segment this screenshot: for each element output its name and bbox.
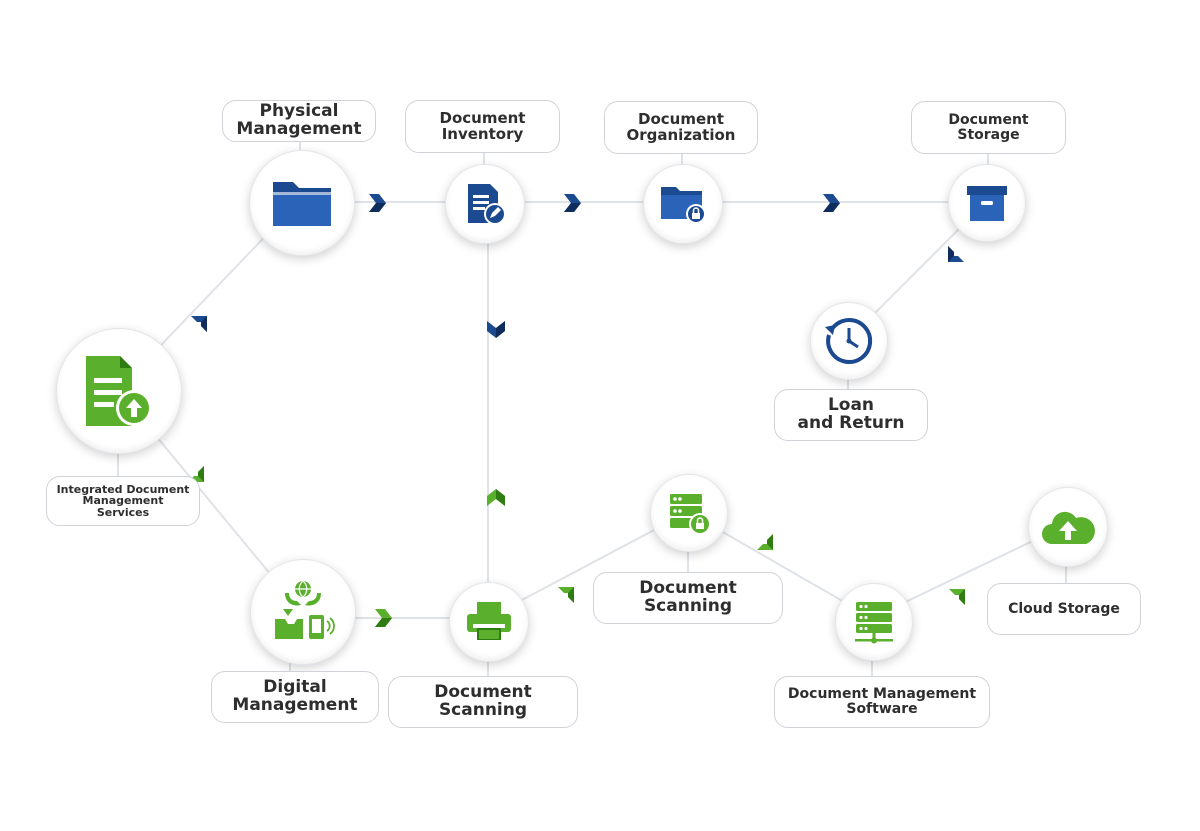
node-cloud-storage: [1028, 487, 1108, 567]
archive-box-icon: [967, 186, 1007, 221]
document-upload-icon: [86, 356, 152, 426]
label-document-scanning-printer: Document Scanning: [388, 676, 578, 728]
node-document-organization: [643, 164, 723, 244]
digital-devices-icon: [275, 580, 335, 639]
label-document-scanning-server: Document Scanning: [593, 572, 783, 624]
node-physical-management: [249, 150, 355, 256]
chevron-up-right-icon: [558, 587, 574, 603]
label-document-inventory: Document Inventory: [405, 100, 560, 153]
printer-icon: [467, 602, 511, 640]
server-network-icon: [855, 602, 893, 644]
chevron-down-icon: [487, 321, 505, 338]
chevron-down-right-icon: [757, 534, 773, 550]
document-edit-icon: [468, 184, 506, 225]
folder-lock-icon: [661, 187, 706, 224]
node-document-storage: [948, 164, 1026, 242]
node-integrated-services: [56, 328, 182, 454]
server-lock-icon: [670, 494, 711, 535]
chevron-right-icon: [823, 194, 840, 212]
chevron-right-icon: [375, 609, 392, 627]
label-cloud-storage: Cloud Storage: [987, 583, 1141, 635]
label-document-organization: Document Organization: [604, 101, 758, 154]
node-document-scanning-server: [650, 474, 728, 552]
label-loan-return: Loan and Return: [774, 389, 928, 441]
chevron-up-icon: [487, 489, 505, 506]
node-digital-management: [250, 559, 356, 665]
cloud-upload-icon: [1042, 511, 1095, 544]
label-digital-management: Digital Management: [211, 671, 379, 723]
chevron-down-left-icon: [948, 246, 964, 262]
chevron-up-right-icon: [949, 589, 965, 605]
node-loan-return: [810, 302, 888, 380]
label-document-management-software: Document Management Software: [774, 676, 990, 728]
chevron-right-icon: [564, 194, 581, 212]
label-physical-management: Physical Management: [222, 100, 376, 142]
clock-cycle-icon: [825, 317, 873, 364]
chevron-up-right-icon: [191, 316, 207, 332]
chevron-right-icon: [369, 194, 386, 212]
label-integrated-services: Integrated Document Management Services: [46, 476, 200, 526]
node-document-management-software: [835, 583, 913, 661]
node-document-scanning-printer: [449, 582, 529, 662]
folder-icon: [273, 182, 331, 226]
label-document-storage: Document Storage: [911, 101, 1066, 154]
node-document-inventory: [445, 164, 525, 244]
